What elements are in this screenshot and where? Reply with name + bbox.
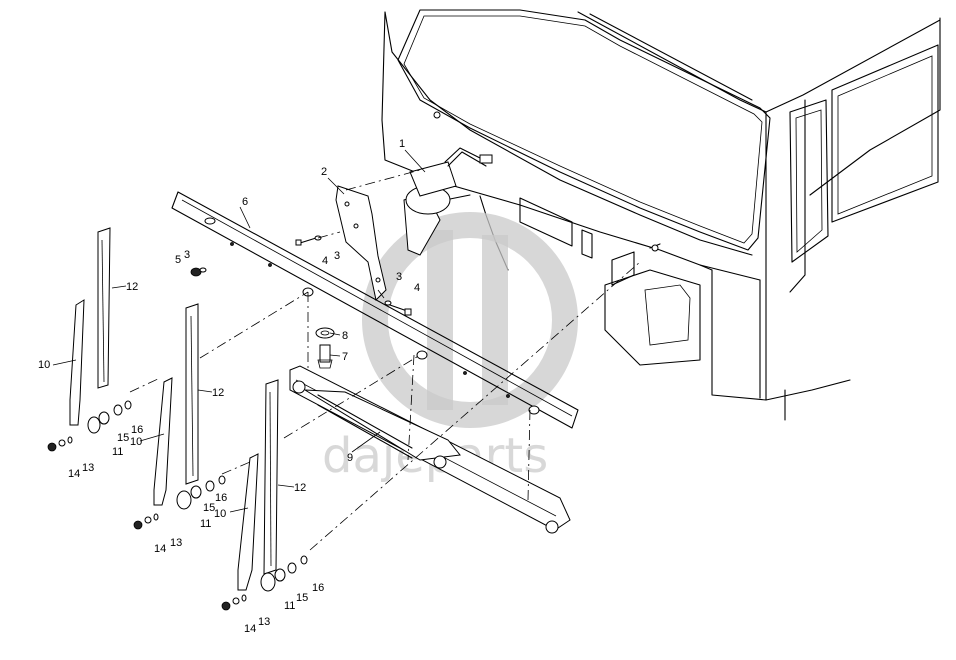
callout-16-b: 16 [215, 492, 227, 504]
callout-12-a: 12 [126, 281, 138, 293]
callout-11-a: 11 [112, 446, 123, 458]
callout-15-a: 15 [117, 432, 129, 444]
callout-14-b: 14 [154, 543, 166, 555]
callout-4-b: 4 [414, 282, 420, 294]
callout-16-a: 16 [131, 424, 143, 436]
alignment-lines [129, 261, 641, 551]
callout-10-a: 10 [38, 359, 50, 371]
wiper-motor [403, 147, 493, 256]
cross-member [171, 191, 579, 429]
wiper-set-2 [133, 303, 226, 530]
callout-8: 8 [342, 330, 348, 342]
callout-11-b: 11 [200, 518, 211, 530]
callout-12-b: 12 [212, 387, 224, 399]
motor-bracket [335, 169, 421, 302]
callout-12-c: 12 [294, 482, 306, 494]
callout-5: 5 [175, 254, 181, 266]
wiper-set-1 [47, 227, 132, 452]
callout-labels: 1 2 3 3 3 4 4 5 6 7 8 9 10 10 10 11 11 1… [38, 138, 420, 635]
callout-2: 2 [321, 166, 327, 178]
callout-3-b: 3 [334, 250, 340, 262]
wiper-set-3 [221, 379, 308, 611]
wiper-linkage [289, 354, 571, 534]
callout-13-b: 13 [170, 537, 182, 549]
callout-7: 7 [342, 351, 348, 363]
callout-15-c: 15 [296, 592, 308, 604]
callout-13-a: 13 [82, 462, 94, 474]
callout-15-b: 15 [203, 502, 215, 514]
callout-10-b: 10 [130, 436, 142, 448]
callout-9: 9 [347, 452, 353, 464]
callout-4-a: 4 [322, 255, 328, 267]
pivot-shaft [307, 292, 335, 369]
callout-1: 1 [399, 138, 405, 150]
callout-14-c: 14 [244, 623, 256, 635]
leader-lines [52, 149, 426, 513]
bracket-fasteners [190, 231, 412, 316]
callout-14-a: 14 [68, 468, 80, 480]
callout-6: 6 [242, 196, 248, 208]
callout-11-c: 11 [284, 600, 295, 612]
callout-13-c: 13 [258, 616, 270, 628]
callout-10-c: 10 [214, 508, 226, 520]
callout-3-c: 3 [396, 271, 402, 283]
callout-16-c: 16 [312, 582, 324, 594]
callout-3-a: 3 [184, 249, 190, 261]
